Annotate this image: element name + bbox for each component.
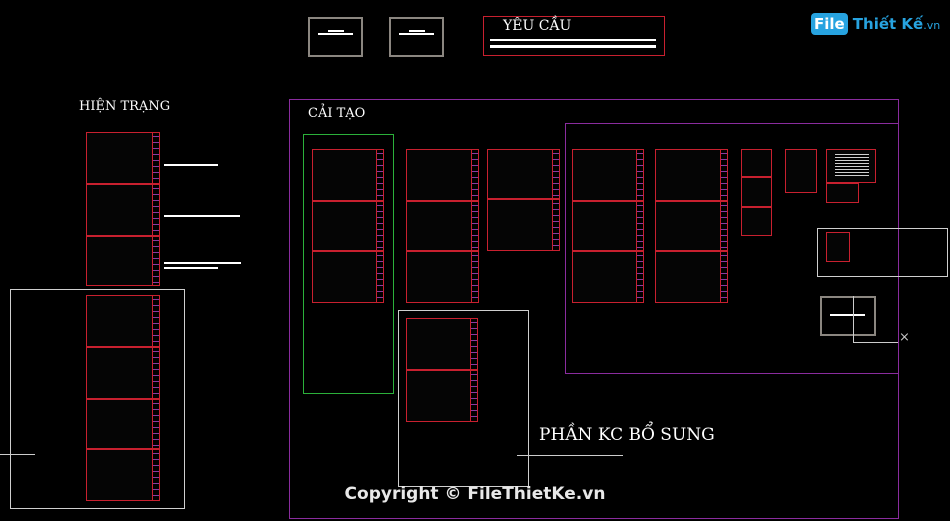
hien-trang-section-frame[interactable]: [10, 289, 185, 509]
logo-vn-text: .vn: [923, 19, 941, 32]
site-logo: File Thiết Kế.vn: [811, 13, 940, 35]
phan-kc-label: PHẦN KC BỔ SUNG: [539, 425, 715, 445]
phan-kc-frame[interactable]: [398, 310, 529, 487]
inner-purple-frame[interactable]: [565, 123, 899, 374]
hien-trang-sheet-6[interactable]: [86, 399, 160, 449]
detail-sheet-4[interactable]: [785, 149, 817, 193]
detail-sheet-1[interactable]: [741, 149, 772, 177]
right-detail-frame[interactable]: [817, 228, 948, 277]
detail-sheet-2[interactable]: [741, 177, 772, 207]
cai-tao-sheet-5[interactable]: [406, 201, 479, 251]
crosshair-left: [0, 454, 35, 455]
cai-tao-sheet-3[interactable]: [312, 251, 384, 303]
hien-trang-sheet-5[interactable]: [86, 347, 160, 399]
cai-tao-label: CẢI TẠO: [308, 106, 366, 121]
leader-line-3: [164, 262, 241, 264]
phan-kc-sheet-2[interactable]: [406, 370, 478, 422]
title-block-icon-2: [389, 17, 444, 57]
leader-line-2: [164, 215, 240, 217]
cai-tao-sheet-8[interactable]: [487, 199, 560, 251]
hien-trang-sheet-2[interactable]: [86, 184, 160, 236]
logo-thietke-text: Thiết Kế: [852, 15, 924, 33]
title-block-icon-1: [308, 17, 363, 57]
hien-trang-label: HIỆN TRẠNG: [79, 99, 171, 114]
ucs-x-axis: [853, 342, 898, 343]
cai-tao-green-frame[interactable]: [303, 134, 394, 394]
cai-tao-sheet-13[interactable]: [655, 201, 728, 251]
yeu-cau-line-2: [490, 45, 656, 48]
cai-tao-sheet-4[interactable]: [406, 149, 479, 201]
table-sheet-1[interactable]: [826, 149, 876, 183]
right-detail-sheet[interactable]: [826, 232, 850, 262]
table-sheet-2[interactable]: [826, 183, 859, 203]
logo-file-text: File: [811, 13, 848, 35]
hien-trang-sheet-7[interactable]: [86, 449, 160, 501]
hien-trang-sheet-1[interactable]: [86, 132, 160, 184]
hien-trang-sheet-4[interactable]: [86, 295, 160, 347]
ucs-x-mark: ×: [899, 330, 910, 345]
leader-line-4: [164, 267, 218, 269]
cai-tao-sheet-6[interactable]: [406, 251, 479, 303]
cai-tao-sheet-1[interactable]: [312, 149, 384, 201]
cai-tao-sheet-14[interactable]: [655, 251, 728, 303]
phan-kc-sheet-1[interactable]: [406, 318, 478, 370]
ucs-icon-frame: [820, 296, 876, 336]
yeu-cau-line-1: [490, 39, 656, 41]
copyright-watermark: Copyright © FileThietKe.vn: [344, 484, 606, 504]
cai-tao-sheet-2[interactable]: [312, 201, 384, 251]
hien-trang-sheet-3[interactable]: [86, 236, 160, 286]
cai-tao-sheet-12[interactable]: [655, 149, 728, 201]
cai-tao-sheet-9[interactable]: [572, 149, 644, 201]
yeu-cau-label: YÊU CẦU: [503, 18, 572, 34]
detail-sheet-3[interactable]: [741, 207, 772, 236]
yeu-cau-frame[interactable]: [483, 16, 665, 56]
phan-kc-leader: [517, 455, 623, 456]
cai-tao-sheet-11[interactable]: [572, 251, 644, 303]
cai-tao-sheet-7[interactable]: [487, 149, 560, 199]
cai-tao-sheet-10[interactable]: [572, 201, 644, 251]
ucs-y-axis: [853, 296, 854, 342]
leader-line-1: [164, 164, 218, 166]
